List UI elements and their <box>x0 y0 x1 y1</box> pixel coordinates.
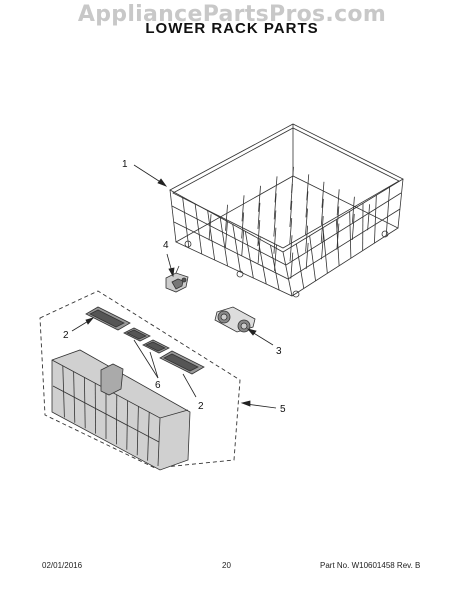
rack-clip-icon <box>165 265 189 293</box>
callout-1: 1 <box>122 159 128 170</box>
page-title: LOWER RACK PARTS <box>145 20 319 37</box>
callout-5: 5 <box>280 404 286 415</box>
basket-cells <box>52 365 160 461</box>
watermark: AppliancePartsPros.com <box>77 2 387 27</box>
callout-4: 4 <box>163 240 169 251</box>
rack-tines <box>208 166 371 279</box>
rack-wheel-assembly-icon <box>214 306 256 333</box>
leader-lines <box>71 164 277 409</box>
callout-6: 6 <box>155 380 161 391</box>
footer-part-number: Part No. W10601458 Rev. B <box>320 561 421 570</box>
basket-cover-icon <box>123 327 170 354</box>
rack-side-wires <box>295 187 391 289</box>
footer-page-number: 20 <box>222 561 231 570</box>
callout-3: 3 <box>276 346 282 357</box>
callout-2-bottom: 2 <box>198 401 204 412</box>
callout-2-top: 2 <box>63 330 69 341</box>
footer-date: 02/01/2016 <box>42 561 83 570</box>
lower-rack-icon <box>169 123 404 298</box>
silverware-basket-icon <box>51 349 191 471</box>
basket-kit-outline <box>39 290 241 469</box>
rack-insert-strip-icon <box>85 306 205 375</box>
